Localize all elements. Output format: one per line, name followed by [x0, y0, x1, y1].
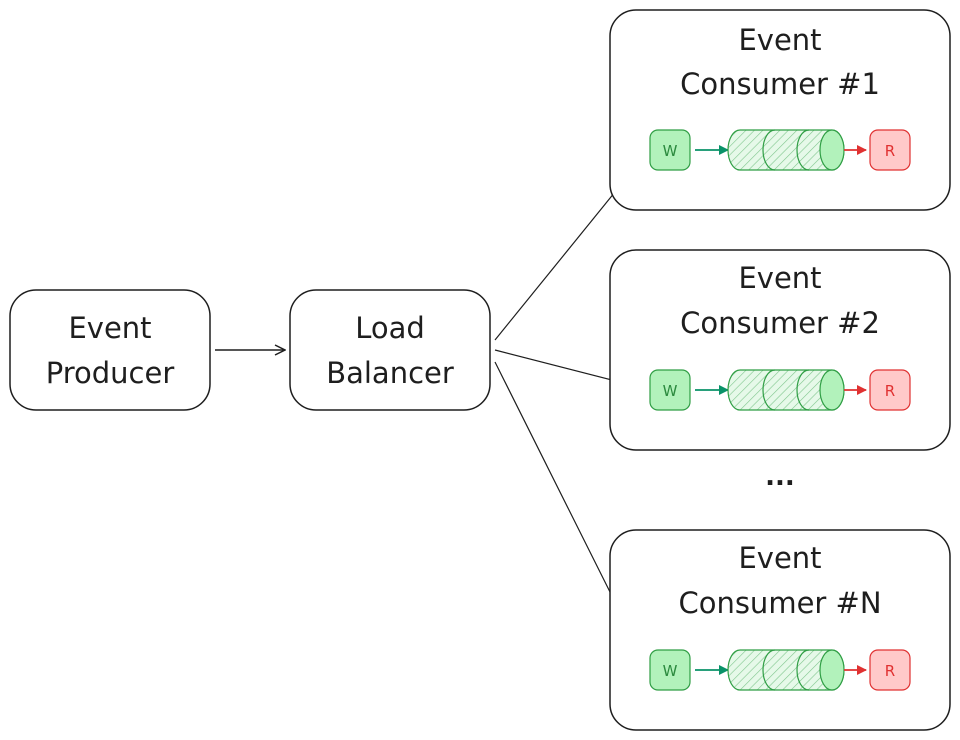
- queue-hatch: [728, 130, 844, 170]
- reader-box[interactable]: [869, 369, 911, 411]
- event-producer-node[interactable]: Event Producer: [9, 289, 211, 411]
- load-balancer-node[interactable]: Load Balancer: [289, 289, 491, 411]
- load-balancer-label-line1: Load: [355, 311, 425, 345]
- writer-label: W: [663, 142, 678, 160]
- writer-box[interactable]: [649, 369, 691, 411]
- queue-hatch: [728, 650, 844, 690]
- event-consumer-n-label-line2: Consumer #N: [678, 586, 881, 620]
- event-consumer-n-box: [609, 529, 951, 731]
- event-consumer-2-label-line1: Event: [738, 261, 821, 295]
- queue-end-cap: [819, 649, 845, 691]
- event-consumer-2-label-line2: Consumer #2: [680, 306, 880, 340]
- queue-segment-divider: [762, 129, 776, 171]
- queue-hatch: [728, 370, 844, 410]
- queue-segment-divider: [762, 649, 776, 691]
- writer-label: W: [663, 662, 678, 680]
- consumer-n-pipeline: W R: [649, 649, 911, 691]
- event-producer-label-line1: Event: [68, 311, 151, 345]
- more-consumers-ellipsis: ...: [765, 462, 795, 492]
- event-consumer-1-label-line2: Consumer #1: [680, 67, 880, 101]
- queue-cylinder: [727, 369, 845, 411]
- event-producer-box: [9, 289, 211, 411]
- queue-segment-divider: [796, 369, 810, 411]
- reader-label: R: [885, 662, 895, 680]
- event-consumer-2-box: [609, 249, 951, 451]
- event-consumer-1-box: [609, 9, 951, 211]
- event-consumer-2-node[interactable]: Event Consumer #2 W R: [609, 249, 951, 451]
- writer-box[interactable]: [649, 129, 691, 171]
- reader-box[interactable]: [869, 129, 911, 171]
- event-consumer-1-node[interactable]: Event Consumer #1 W R: [609, 9, 951, 211]
- event-consumer-n-node[interactable]: Event Consumer #N W R: [609, 529, 951, 731]
- writer-label: W: [663, 382, 678, 400]
- reader-label: R: [885, 382, 895, 400]
- event-producer-label-line2: Producer: [46, 356, 175, 390]
- reader-label: R: [885, 142, 895, 160]
- queue-end-cap: [819, 129, 845, 171]
- queue-segment-divider: [762, 369, 776, 411]
- consumer-1-pipeline: W R: [649, 129, 911, 171]
- load-balancer-box: [289, 289, 491, 411]
- load-balancer-label-line2: Balancer: [326, 356, 454, 390]
- queue-cylinder: [727, 649, 845, 691]
- queue-cylinder: [727, 129, 845, 171]
- event-consumer-1-label-line1: Event: [738, 23, 821, 57]
- reader-box[interactable]: [869, 649, 911, 691]
- consumer-2-pipeline: W R: [649, 369, 911, 411]
- queue-segment-divider: [796, 649, 810, 691]
- event-consumer-n-label-line1: Event: [738, 541, 821, 575]
- queue-segment-divider: [796, 129, 810, 171]
- queue-end-cap: [819, 369, 845, 411]
- writer-box[interactable]: [649, 649, 691, 691]
